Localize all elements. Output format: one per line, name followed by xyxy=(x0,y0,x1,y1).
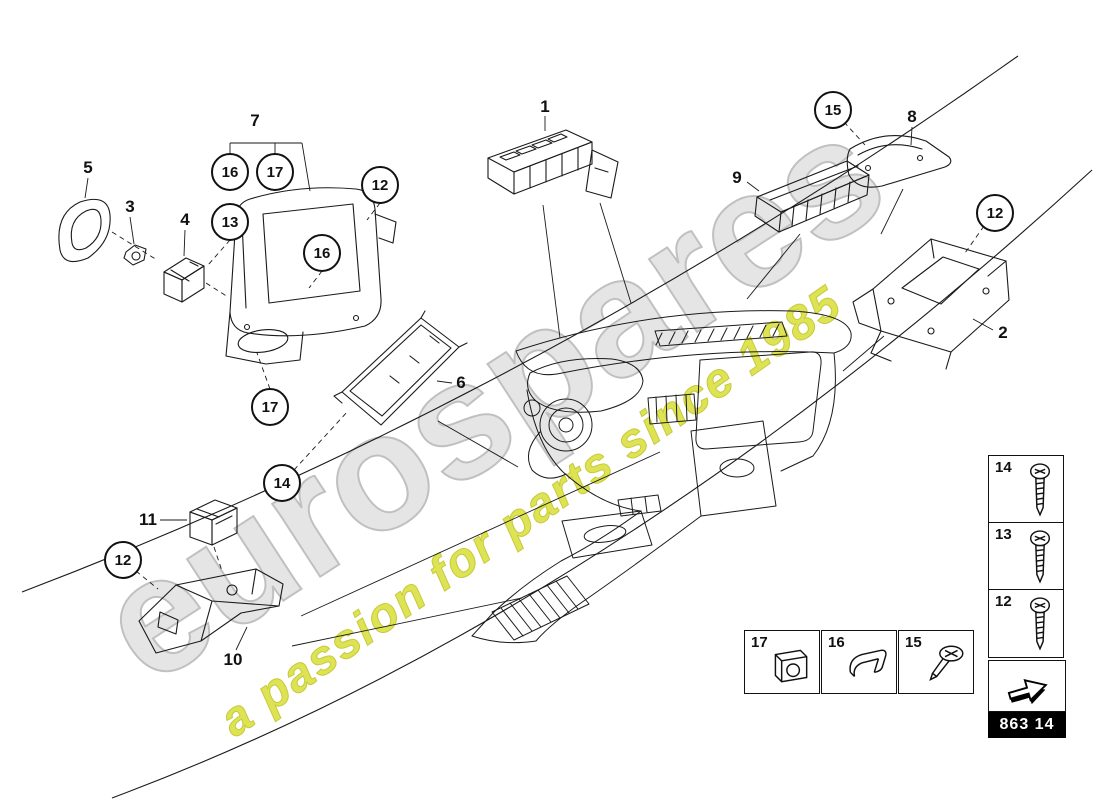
legend-box-14[interactable]: 14 xyxy=(988,455,1064,524)
callout-4[interactable]: 4 xyxy=(180,210,190,229)
leader-lines-solid xyxy=(84,116,994,651)
callout-14[interactable]: 14 xyxy=(263,464,301,502)
callout-10[interactable]: 10 xyxy=(223,650,243,669)
callout-7[interactable]: 7 xyxy=(250,111,260,130)
part-8-trim-strip-drawing xyxy=(846,135,952,188)
legend-label: 16 xyxy=(828,634,845,651)
callout-12-c[interactable]: 12 xyxy=(104,541,142,579)
part-11-switch-drawing xyxy=(189,499,238,546)
callout-17-a[interactable]: 17 xyxy=(256,153,294,191)
pan-head-screw-icon xyxy=(1029,597,1051,651)
part-4-switch-module-drawing xyxy=(163,257,205,303)
legend-label: 12 xyxy=(995,593,1012,610)
arrow-area xyxy=(988,660,1066,712)
part-7-display-bezel-drawing xyxy=(225,187,397,365)
pan-head-screw-icon xyxy=(1029,530,1051,584)
part-6-display-unit-drawing xyxy=(333,310,468,426)
callout-5[interactable]: 5 xyxy=(83,158,93,177)
legend-box-16[interactable]: 16 xyxy=(821,630,897,694)
part-code-label: 863 14 xyxy=(988,712,1066,738)
legend-box-17[interactable]: 17 xyxy=(744,630,820,694)
part-1-switch-bank-drawing xyxy=(487,129,619,199)
pan-head-screw-icon xyxy=(1029,463,1051,517)
legend-box-13[interactable]: 13 xyxy=(988,522,1064,591)
callout-3[interactable]: 3 xyxy=(125,197,135,216)
legend-box-15[interactable]: 15 xyxy=(898,630,974,694)
callout-11[interactable]: 11 xyxy=(139,510,157,529)
leader-lines-dashed xyxy=(111,121,985,590)
legend-label: 14 xyxy=(995,459,1012,476)
callout-13[interactable]: 13 xyxy=(211,203,249,241)
legend-box-12[interactable]: 12 xyxy=(988,589,1064,658)
part-code-box[interactable]: 863 14 xyxy=(988,660,1066,738)
callout-6[interactable]: 6 xyxy=(456,373,466,392)
swoosh-curves xyxy=(21,55,1093,799)
callout-9[interactable]: 9 xyxy=(732,168,742,187)
part-3-fastener-drawing xyxy=(123,244,147,266)
legend-label: 13 xyxy=(995,526,1012,543)
spring-clip-icon xyxy=(849,649,887,677)
arrow-icon xyxy=(1007,679,1048,705)
callout-17-b[interactable]: 17 xyxy=(251,388,289,426)
callout-12-a[interactable]: 12 xyxy=(361,166,399,204)
legend-label: 17 xyxy=(751,634,768,651)
callout-15[interactable]: 15 xyxy=(814,91,852,129)
clip-nut-icon xyxy=(774,649,808,683)
part-5-trim-ring-drawing xyxy=(58,198,111,263)
countersunk-screw-icon xyxy=(929,645,964,682)
dashboard-assembly-drawing xyxy=(471,310,852,644)
callout-1[interactable]: 1 xyxy=(540,97,550,116)
part-9-vent-grille-drawing xyxy=(754,160,870,233)
callout-16-b[interactable]: 16 xyxy=(303,234,341,272)
legend-label: 15 xyxy=(905,634,922,651)
part-10-console-bracket-drawing xyxy=(138,568,284,654)
callout-16-a[interactable]: 16 xyxy=(211,153,249,191)
part-2-bracket-drawing xyxy=(852,238,1010,370)
callout-8[interactable]: 8 xyxy=(907,107,917,126)
callout-2[interactable]: 2 xyxy=(998,323,1008,342)
callout-12-b[interactable]: 12 xyxy=(976,194,1014,232)
